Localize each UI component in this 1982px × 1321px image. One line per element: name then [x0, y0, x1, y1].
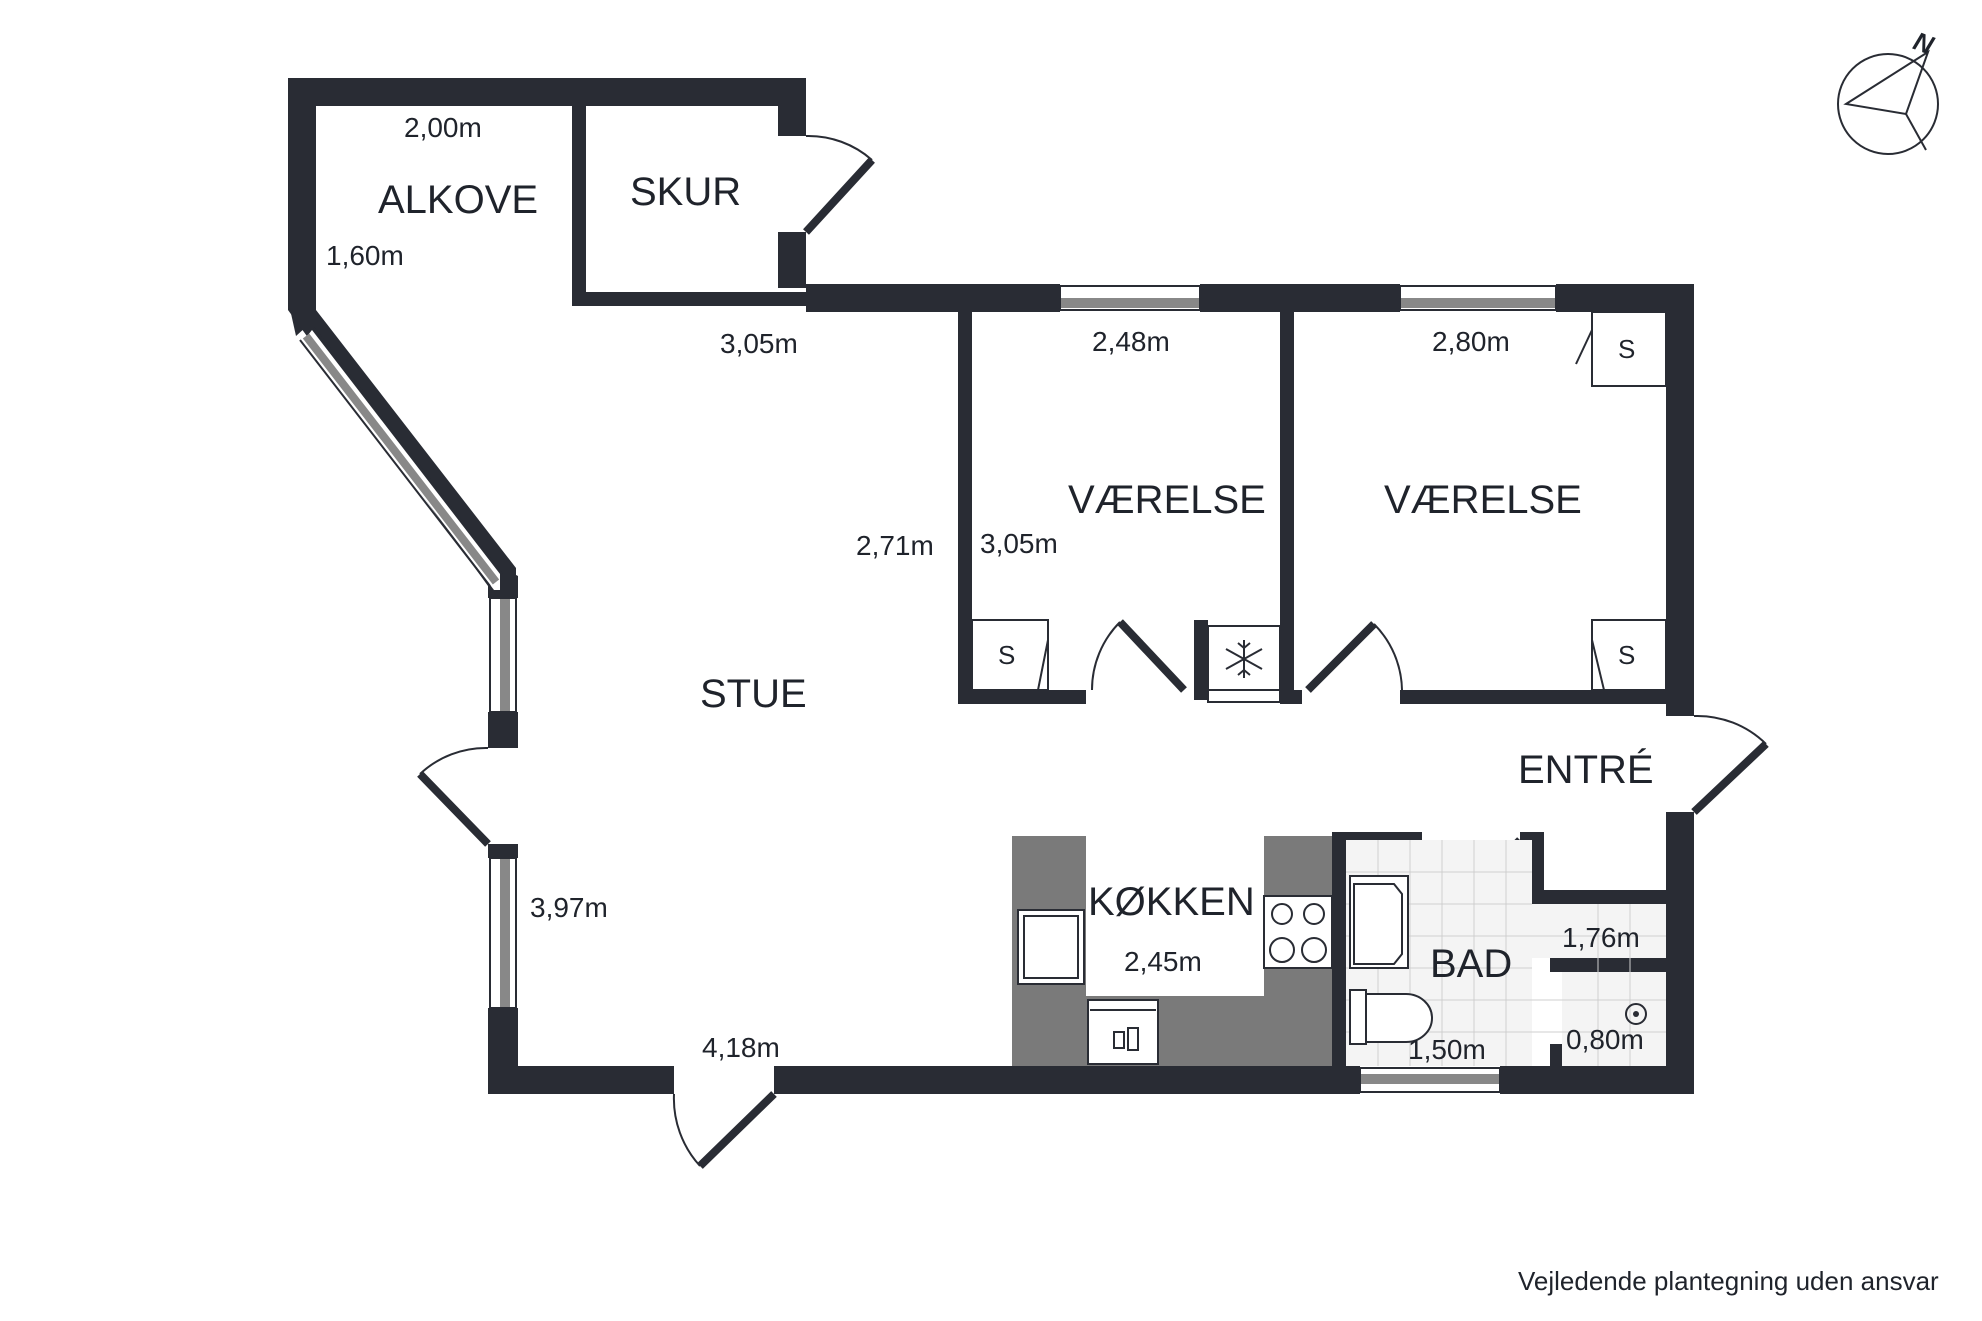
- bathroom-fixtures: [1349, 875, 1647, 1045]
- room-label-stue: STUE: [700, 672, 807, 716]
- room-label-alkove: ALKOVE: [378, 178, 539, 222]
- closet-label-vaerelse-1: S: [998, 640, 1016, 670]
- room-label-vaerelse-2: VÆRELSE: [1384, 478, 1582, 522]
- dim-vaerelse-1-width: 2,48m: [1092, 326, 1170, 357]
- room-label-entre: ENTRÉ: [1518, 748, 1654, 792]
- dim-koekken-width: 2,45m: [1124, 946, 1202, 977]
- dim-vaerelse-2-width: 2,80m: [1432, 326, 1510, 357]
- dim-stue-side: 2,71m: [856, 530, 934, 561]
- compass-icon: [1837, 49, 1939, 155]
- compass-north-label: N: [1909, 25, 1938, 61]
- dim-bad-upper: 1,76m: [1562, 922, 1640, 953]
- walls: [288, 78, 1694, 1094]
- room-label-vaerelse-1: VÆRELSE: [1068, 478, 1266, 522]
- dim-stue-left: 3,97m: [530, 892, 608, 923]
- room-label-koekken: KØKKEN: [1088, 880, 1255, 924]
- dim-bad-small: 0,80m: [1566, 1024, 1644, 1055]
- closet-label-vaerelse-2-bottom: S: [1618, 640, 1636, 670]
- diagonal-window-wall: [288, 310, 516, 598]
- disclaimer-text: Vejledende plantegning uden ansvar: [1518, 1266, 1939, 1296]
- closet-label-vaerelse-2-top: S: [1618, 334, 1636, 364]
- dim-alkove-depth: 1,60m: [326, 240, 404, 271]
- freezer-icon: [1225, 640, 1263, 678]
- closets: [971, 311, 1667, 703]
- dim-bad-width: 1,50m: [1408, 1034, 1486, 1065]
- dim-alkove-width: 2,00m: [404, 112, 482, 143]
- dim-stue-top: 3,05m: [720, 328, 798, 359]
- kitchen-counters: [1012, 836, 1333, 1066]
- room-label-bad: BAD: [1430, 942, 1513, 986]
- windows: [488, 284, 1557, 1094]
- dim-stue-bottom: 4,18m: [702, 1032, 780, 1063]
- dim-vaerelse-1-depth: 3,05m: [980, 528, 1058, 559]
- room-label-skur: SKUR: [630, 170, 742, 214]
